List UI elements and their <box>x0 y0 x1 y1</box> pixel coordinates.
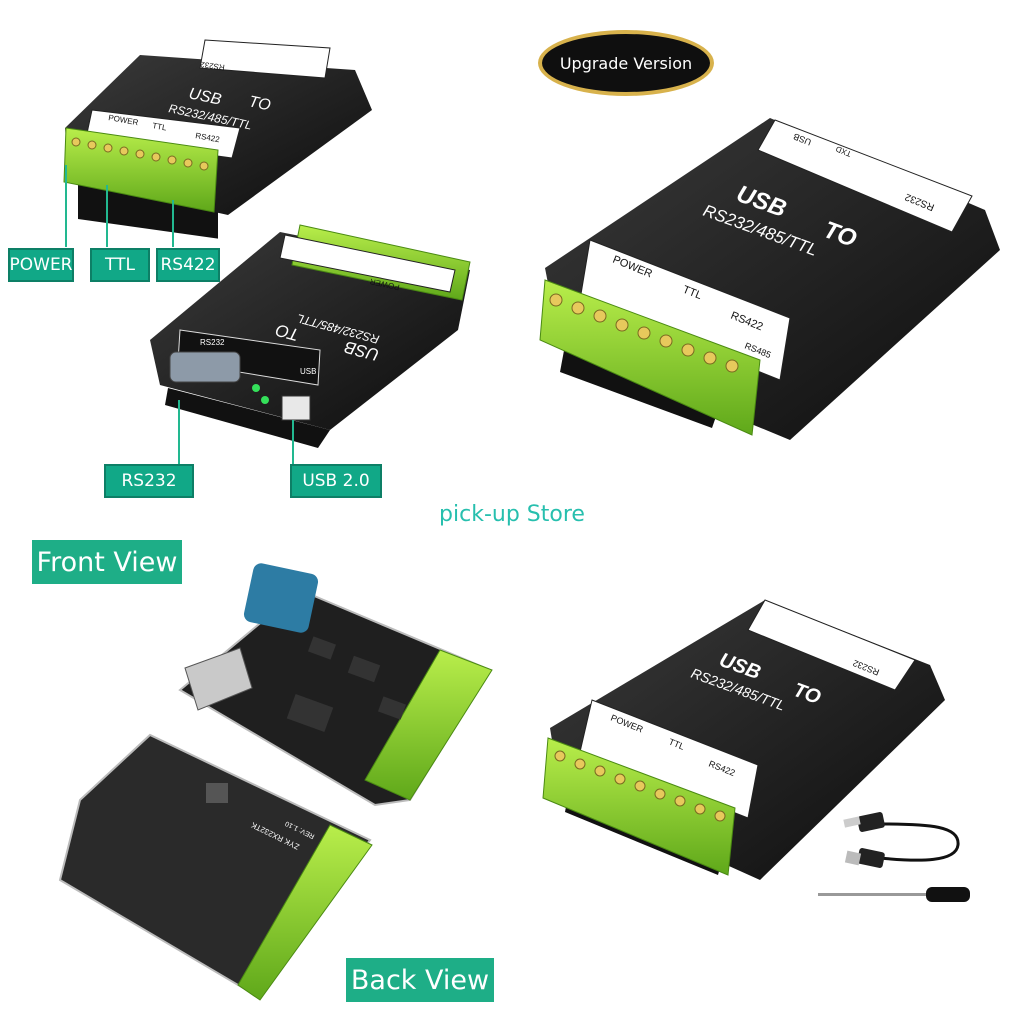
terminal-block <box>542 737 736 876</box>
back-view-label: Back View <box>346 958 494 1002</box>
usb-b-port <box>184 647 253 711</box>
pcb-chips <box>286 636 407 733</box>
pcb-front-view <box>178 563 493 807</box>
usb-cable-accessory <box>843 812 960 868</box>
rs232-small-label: RS232 <box>199 60 225 72</box>
terminal-block <box>63 127 219 213</box>
pin-label-panel <box>579 699 759 819</box>
usb-title: USB <box>187 85 223 109</box>
top-label-panel <box>747 599 916 691</box>
rs232-callout: RS232 <box>104 464 194 498</box>
led-indicator <box>252 384 260 392</box>
led-indicator <box>261 396 269 404</box>
screwdriver-accessory <box>818 887 970 902</box>
usb-b-port <box>281 395 311 421</box>
ttl-leader-line <box>106 185 108 247</box>
rs422-callout: RS422 <box>156 248 220 282</box>
pin-label-panel <box>579 239 791 381</box>
terminal-screws <box>549 293 739 373</box>
usb20-callout: USB 2.0 <box>290 464 382 498</box>
device-bottom-right: RS232 USB TO RS232/485/TTL POWER TTL RS4… <box>542 599 945 880</box>
top-label-panel <box>757 119 973 233</box>
terminal-block <box>364 649 493 801</box>
pcb-pad <box>206 783 228 803</box>
ttl-callout: TTL <box>90 248 150 282</box>
terminal-block <box>237 824 373 1001</box>
to-title: TO <box>247 93 272 114</box>
ttl-panel-label: TTL <box>152 121 168 132</box>
usb-leader-line <box>292 420 294 464</box>
power-leader-line <box>65 165 67 247</box>
rs422-leader-line <box>172 200 174 247</box>
rs422-panel-label: RS422 <box>195 131 221 144</box>
usb-port-label: USB <box>300 367 316 376</box>
device-top-right: RS232 TXD USB USB TO RS232/485/TTL POWER… <box>539 118 1000 440</box>
front-label-panel <box>177 329 321 386</box>
pin-label-panel <box>85 109 241 159</box>
upgrade-version-badge: Upgrade Version <box>538 30 714 96</box>
device-top-left: RS232 USB TO RS232/485/TTL POWER TTL RS4… <box>63 39 372 239</box>
db9-connector <box>169 351 241 383</box>
power-callout: POWER <box>8 248 74 282</box>
terminal-screws <box>71 137 209 171</box>
pin-label-panel <box>279 234 456 293</box>
rs232-leader-line <box>178 400 180 464</box>
pcb-back-view: ZYK RX232TK REV: 1.10 <box>58 733 373 1001</box>
top-label-panel <box>199 39 331 79</box>
mounting-bracket <box>165 388 330 448</box>
store-name: pick-up Store <box>439 502 585 527</box>
device-middle-left: POWER USB TO RS232/485/TTL RS232 USB <box>150 224 471 448</box>
db9-connector <box>243 563 319 633</box>
terminal-screws <box>554 750 726 822</box>
front-view-label: Front View <box>32 540 182 584</box>
rs232-port-label: RS232 <box>200 338 225 347</box>
